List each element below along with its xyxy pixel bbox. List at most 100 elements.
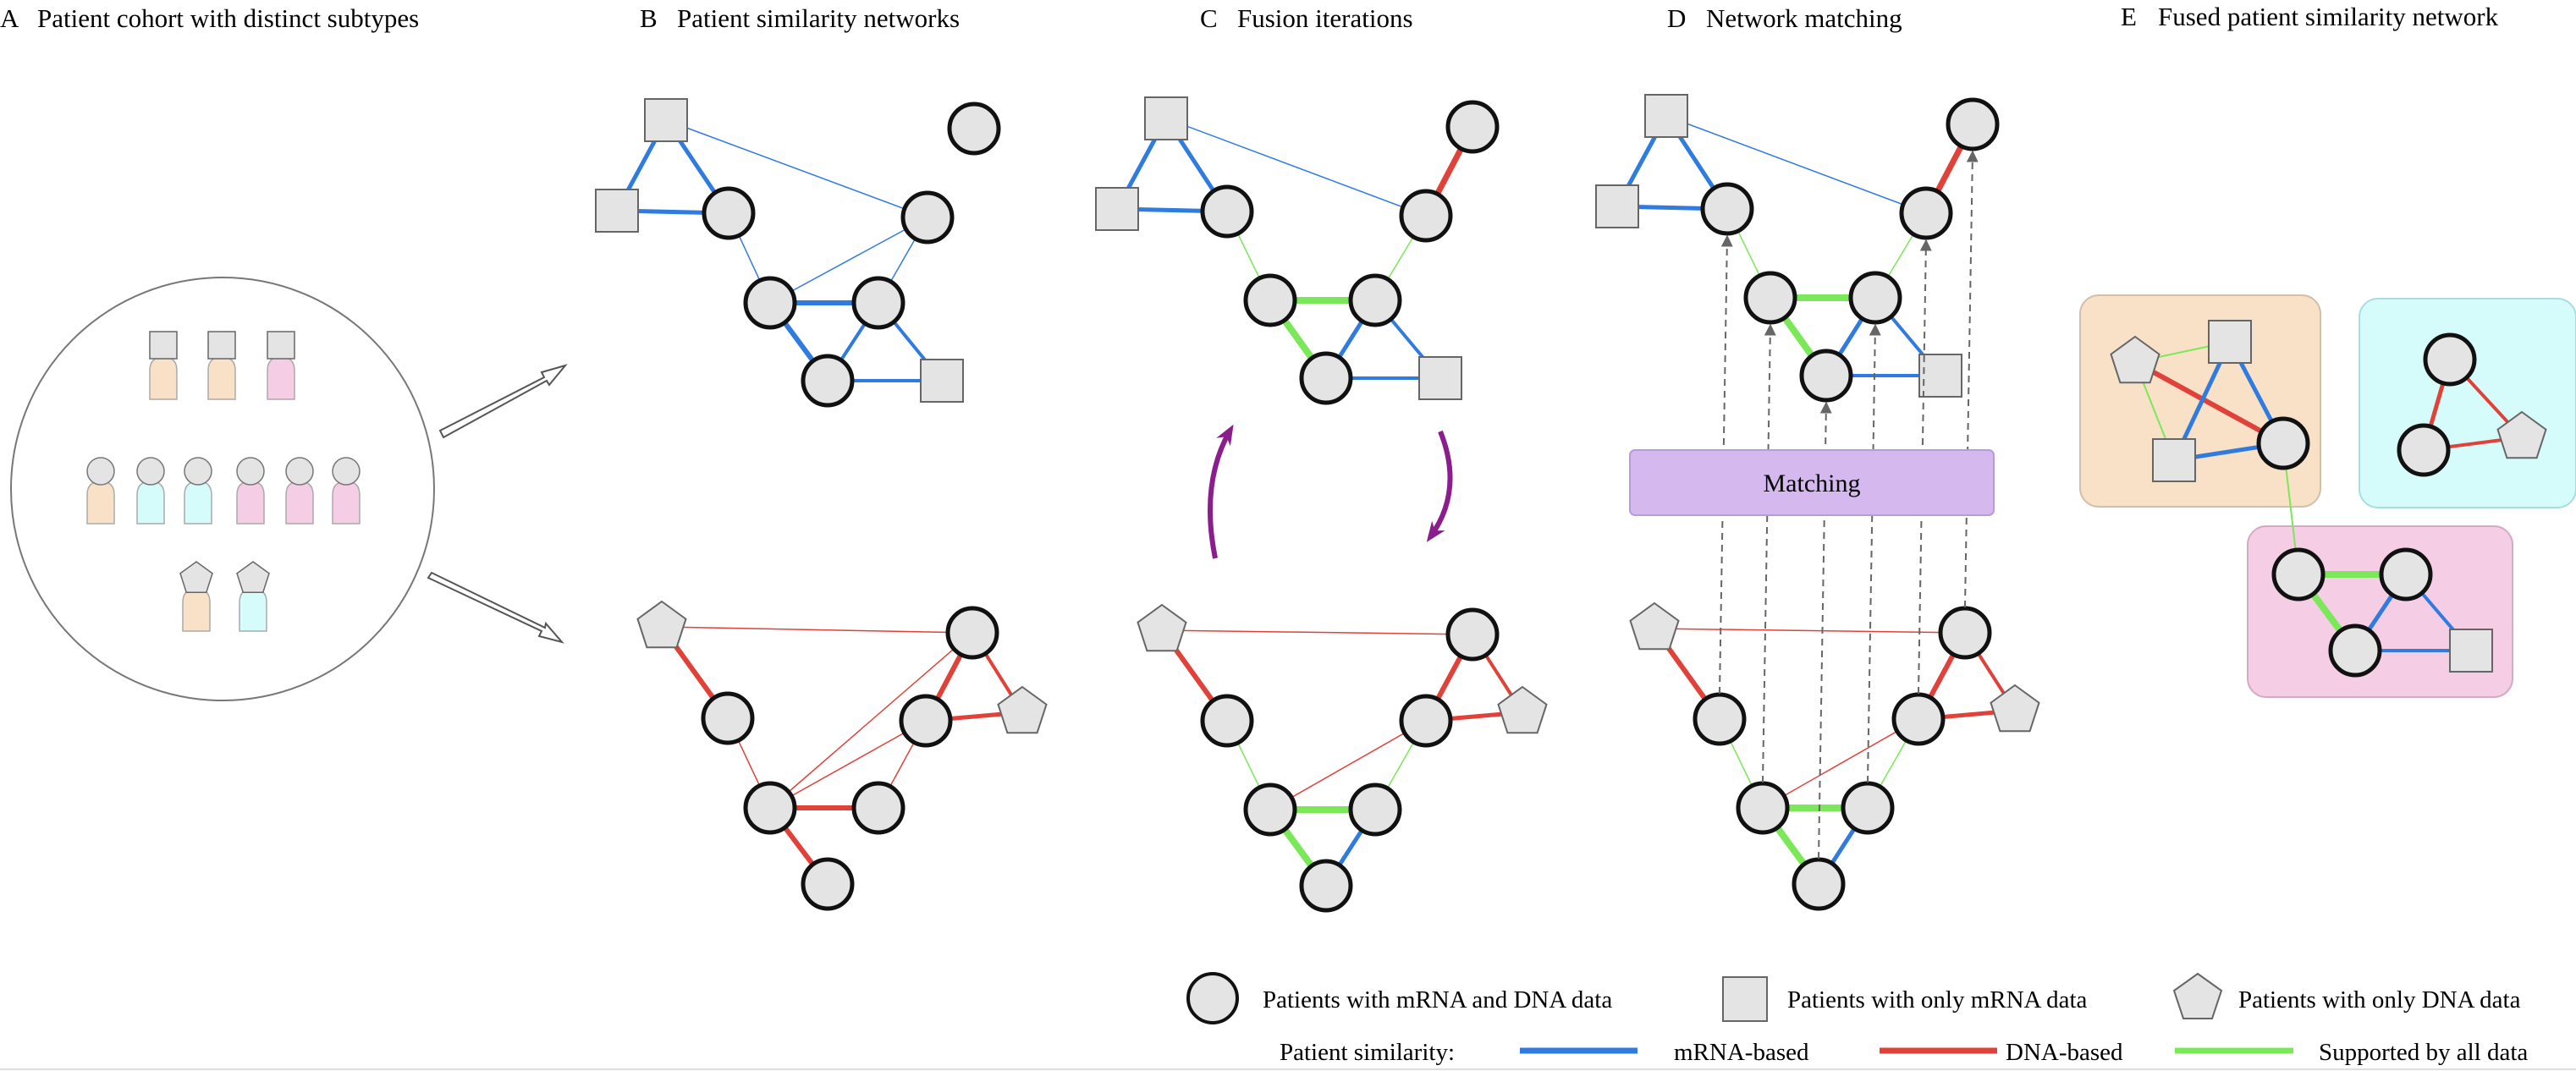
network-c-top-edges <box>1115 117 1476 381</box>
patient-icon <box>179 561 213 632</box>
patient-icon <box>86 457 115 525</box>
patient-node-mrna-only <box>2208 320 2252 364</box>
similarity-edge <box>1654 628 1966 634</box>
panel-a-title-text: Patient cohort with distinct subtypes <box>37 3 419 33</box>
similarity-edge <box>1165 118 1427 217</box>
network-d-top-nodes <box>1595 94 2000 403</box>
cohort-to-networks-arrows <box>427 364 568 644</box>
similarity-edge <box>665 119 928 218</box>
network-c-top <box>1095 96 1500 405</box>
legend-dna-only-label: Patients with only DNA data <box>2238 986 2521 1013</box>
patient-node-both <box>851 781 905 835</box>
patient-head-square <box>149 331 178 360</box>
panel-d-title: D Network matching <box>1667 3 1902 33</box>
network-c-bottom-edges <box>1159 629 1524 888</box>
arrow-to-mrna-network <box>438 364 568 439</box>
similarity-edge <box>1161 629 1473 635</box>
network-b-dna <box>636 600 1048 911</box>
panel-c-title-text: Fusion iterations <box>1237 3 1413 33</box>
panel-b-letter: B <box>640 3 658 33</box>
patient-node-mrna-only <box>920 359 964 403</box>
patient-body <box>267 356 295 400</box>
patient-node-both <box>1299 859 1353 913</box>
patient-node-both <box>1792 857 1846 911</box>
patient-node-mrna-only <box>644 98 688 142</box>
patient-node-both <box>743 276 797 330</box>
patient-node-mrna-only <box>2449 629 2493 673</box>
network-b-dna-edges <box>659 625 1024 886</box>
fused-network-graph <box>2110 320 2547 678</box>
patient-icon <box>149 331 178 400</box>
patient-body <box>236 481 265 525</box>
network-b-mrna-nodes <box>595 98 1001 408</box>
patient-node-both <box>1799 349 1853 403</box>
matching-label: Matching <box>1764 470 1861 497</box>
patient-node-mrna-only <box>1095 187 1139 231</box>
patient-node-both <box>1399 189 1453 243</box>
patient-node-both <box>1243 783 1297 837</box>
patient-head-circle <box>86 457 115 486</box>
patient-node-both <box>1200 694 1254 748</box>
panel-e-letter: E <box>2121 2 2137 31</box>
legend-node-mrna: Patients with only mRNA data <box>1722 976 2088 1022</box>
network-b-mrna-edges <box>614 118 944 382</box>
patient-node-both <box>1899 186 1953 240</box>
patient-node-both <box>1743 271 1797 325</box>
similarity-edge <box>661 626 973 634</box>
legend-mrna-only-label: Patients with only mRNA data <box>1787 986 2088 1013</box>
fusion-arrow-up <box>1208 424 1234 559</box>
panel-a-letter: A <box>0 3 19 33</box>
fused-network-graph-nodes <box>2110 320 2547 678</box>
patient-node-mrna-only <box>2152 438 2196 482</box>
patient-node-both <box>702 186 756 240</box>
patient-node-both <box>1348 273 1402 327</box>
fused-network <box>2110 320 2547 678</box>
matching-box: Matching <box>1629 449 1995 516</box>
similarity-edge <box>1269 720 1427 810</box>
panel-a-cohort <box>10 277 435 701</box>
patient-body <box>239 588 267 632</box>
patient-node-both <box>1736 781 1790 835</box>
legend-node-dna: Patients with only DNA data <box>2172 972 2521 1019</box>
legend-both-label: Patients with mRNA and DNA data <box>1263 986 1612 1013</box>
patient-body <box>149 356 178 400</box>
patient-node-dna-only <box>636 600 687 649</box>
patient-body <box>285 481 314 525</box>
network-d-top-edges <box>1615 114 1976 378</box>
panel-e-title-text: Fused patient similarity network <box>2158 2 2499 31</box>
patient-icon <box>207 331 236 400</box>
patient-node-both <box>2271 547 2326 601</box>
patient-icon <box>332 457 361 525</box>
patient-head-circle <box>136 457 165 486</box>
panel-a-title: A Patient cohort with distinct subtypes <box>0 3 419 33</box>
patient-node-both <box>1200 184 1254 239</box>
similarity-edge <box>769 720 927 809</box>
patient-node-both <box>947 102 1001 156</box>
patient-icon <box>236 457 265 525</box>
network-d-bottom <box>1629 601 2040 911</box>
fusion-arrow-down <box>1426 430 1453 542</box>
panel-c-title: C Fusion iterations <box>1200 3 1413 33</box>
patient-node-mrna-only <box>1918 354 1962 398</box>
patient-node-mrna-only <box>1644 94 1688 138</box>
network-b-dna-nodes <box>636 600 1048 911</box>
patient-node-both <box>1700 182 1754 236</box>
patient-icon <box>236 561 270 632</box>
patient-node-both <box>1693 692 1747 746</box>
similarity-edge <box>769 217 928 304</box>
legend-all-label: Supported by all data <box>2319 1039 2528 1066</box>
network-c-top-nodes <box>1095 96 1500 405</box>
panel-e-title: E Fused patient similarity network <box>2121 2 2499 31</box>
patient-node-dna-only <box>2110 335 2160 384</box>
panel-d-title-text: Network matching <box>1706 3 1902 33</box>
patient-node-both <box>1891 692 1946 746</box>
similarity-edge <box>1665 115 1927 214</box>
legend: Patients with mRNA and DNA data Patients… <box>1186 972 2528 1066</box>
patient-node-both <box>2256 416 2310 470</box>
patient-node-both <box>899 694 953 748</box>
network-b-mrna <box>595 98 1001 408</box>
patient-node-both <box>1841 781 1895 835</box>
network-c-bottom-nodes <box>1137 603 1548 913</box>
legend-square-icon <box>1722 976 1768 1022</box>
similarity-edge <box>1762 718 1919 809</box>
